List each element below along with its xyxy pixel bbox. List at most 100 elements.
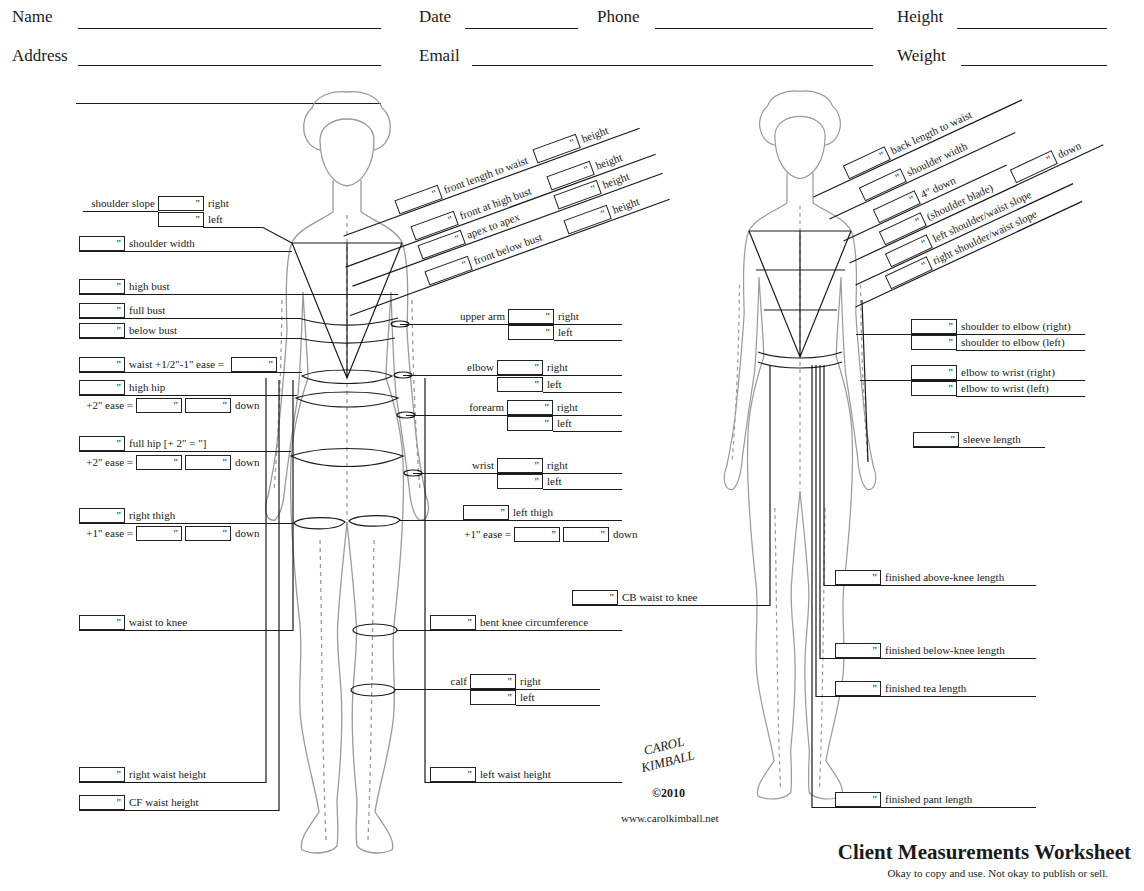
inch-mark: " — [535, 361, 540, 374]
inch-mark: " — [508, 675, 513, 688]
measurement-label: upper arm — [460, 309, 505, 323]
inch-mark: " — [545, 401, 550, 414]
measurement-box: "shoulder to elbow (left) — [911, 335, 957, 350]
inch-mark: " — [223, 399, 228, 412]
measurement-box: "height — [533, 134, 581, 164]
measurement-box: "right — [508, 309, 554, 324]
measurement-label: height — [594, 150, 625, 173]
leader-line — [406, 416, 622, 432]
leader-line — [79, 380, 293, 631]
leader-line — [353, 624, 397, 636]
measurement-label: height — [610, 194, 641, 217]
measurement-label: CF waist height — [129, 795, 199, 809]
inch-mark: " — [601, 528, 606, 541]
measurement-box: "left — [497, 377, 543, 392]
measurement-label: right — [547, 458, 568, 472]
inch-mark: " — [117, 324, 122, 337]
inch-mark: " — [174, 527, 179, 540]
form-field-label: Name — [12, 7, 53, 27]
measurement-label: shoulder to elbow (left) — [961, 335, 1065, 349]
leader-line — [816, 365, 1036, 697]
measurement-box: "CB waist to knee — [572, 590, 618, 605]
measurement-label: +1" ease = — [86, 526, 133, 540]
measurement-box: "sleeve length — [913, 432, 959, 447]
inch-mark: " — [501, 506, 506, 519]
measurement-label: down — [1056, 138, 1084, 161]
inch-mark: " — [117, 437, 122, 450]
inch-mark: " — [873, 571, 878, 584]
inch-mark: " — [430, 187, 439, 201]
measurement-box: "elbow to wrist (right) — [911, 365, 957, 380]
leader-line — [292, 243, 402, 378]
measurement-label: shoulder slope — [91, 196, 155, 210]
measurement-label: right — [520, 674, 541, 688]
inch-mark: " — [117, 616, 122, 629]
inch-mark: " — [535, 459, 540, 472]
line-group — [353, 173, 663, 286]
measurement-label: right waist height — [129, 767, 206, 781]
inch-mark: " — [453, 232, 462, 246]
form-field-label: Phone — [597, 7, 640, 27]
measurement-label: right — [208, 196, 229, 210]
measurement-label: elbow to wrist (left) — [961, 381, 1049, 395]
measurement-box: "finished above-knee length — [835, 570, 881, 585]
inch-mark: " — [545, 417, 550, 430]
measurement-box: "bent knee circumference — [430, 615, 476, 630]
measurement-box: " — [231, 357, 277, 372]
front-angled-leaders — [344, 128, 670, 315]
leader-line — [79, 380, 279, 811]
inch-mark: " — [117, 358, 122, 371]
leader-line — [403, 376, 622, 393]
form-field-label: Address — [12, 46, 68, 66]
inch-mark: " — [610, 591, 615, 604]
measurement-box: "left — [158, 212, 204, 227]
inch-mark: " — [269, 358, 274, 371]
inch-mark: " — [117, 280, 122, 293]
measurement-label: left — [547, 474, 562, 488]
measurement-box: "shoulder to elbow (right) — [911, 319, 957, 334]
leader-line — [862, 300, 868, 462]
measurement-box: "down — [185, 526, 231, 541]
inch-mark: " — [589, 182, 598, 196]
leader-line — [749, 231, 851, 357]
measurement-label: elbow to wrist (right) — [961, 365, 1055, 379]
measurement-label: wrist — [472, 458, 494, 472]
worksheet-title: Client Measurements Worksheet — [838, 839, 1131, 865]
inch-mark: " — [552, 528, 557, 541]
measurement-box: "high hip — [79, 380, 125, 395]
measurement-label: finished tea length — [885, 681, 966, 695]
leader-line — [961, 65, 1107, 66]
leader-line — [353, 173, 663, 286]
inch-mark: " — [568, 136, 577, 150]
measurement-label: high bust — [129, 279, 170, 293]
measurement-label: +1" ease = — [464, 527, 511, 541]
measurement-box: " — [136, 455, 182, 470]
leader-line — [79, 338, 395, 343]
measurement-box: "finished below-knee length — [835, 643, 881, 658]
measurement-label: left — [208, 212, 223, 226]
measurement-box: "right thigh — [79, 508, 125, 523]
leader-line — [351, 684, 395, 696]
measurement-label: +2" ease = — [86, 455, 133, 469]
measurement-box: "front below bust — [424, 255, 472, 285]
leader-line — [400, 325, 622, 341]
inch-mark: " — [582, 163, 591, 177]
measurement-label: forearm — [469, 400, 504, 414]
measurement-label: high hip — [129, 380, 165, 394]
inch-mark: " — [117, 304, 122, 317]
inch-mark: " — [873, 644, 878, 657]
measurement-label: height — [580, 123, 611, 146]
inch-mark: " — [535, 378, 540, 391]
measurement-box: "down — [1010, 150, 1058, 183]
inch-mark: " — [508, 691, 513, 704]
line-group — [350, 199, 669, 315]
inch-mark: " — [196, 213, 201, 226]
measurement-label: left — [520, 690, 535, 704]
inch-mark: " — [949, 366, 954, 379]
measurement-box: " — [514, 527, 560, 542]
leader-line — [79, 251, 292, 252]
leader-line — [79, 370, 392, 384]
inch-mark: " — [873, 793, 878, 806]
inch-mark: " — [907, 192, 917, 206]
measurement-label: shoulder to elbow (right) — [961, 319, 1071, 333]
